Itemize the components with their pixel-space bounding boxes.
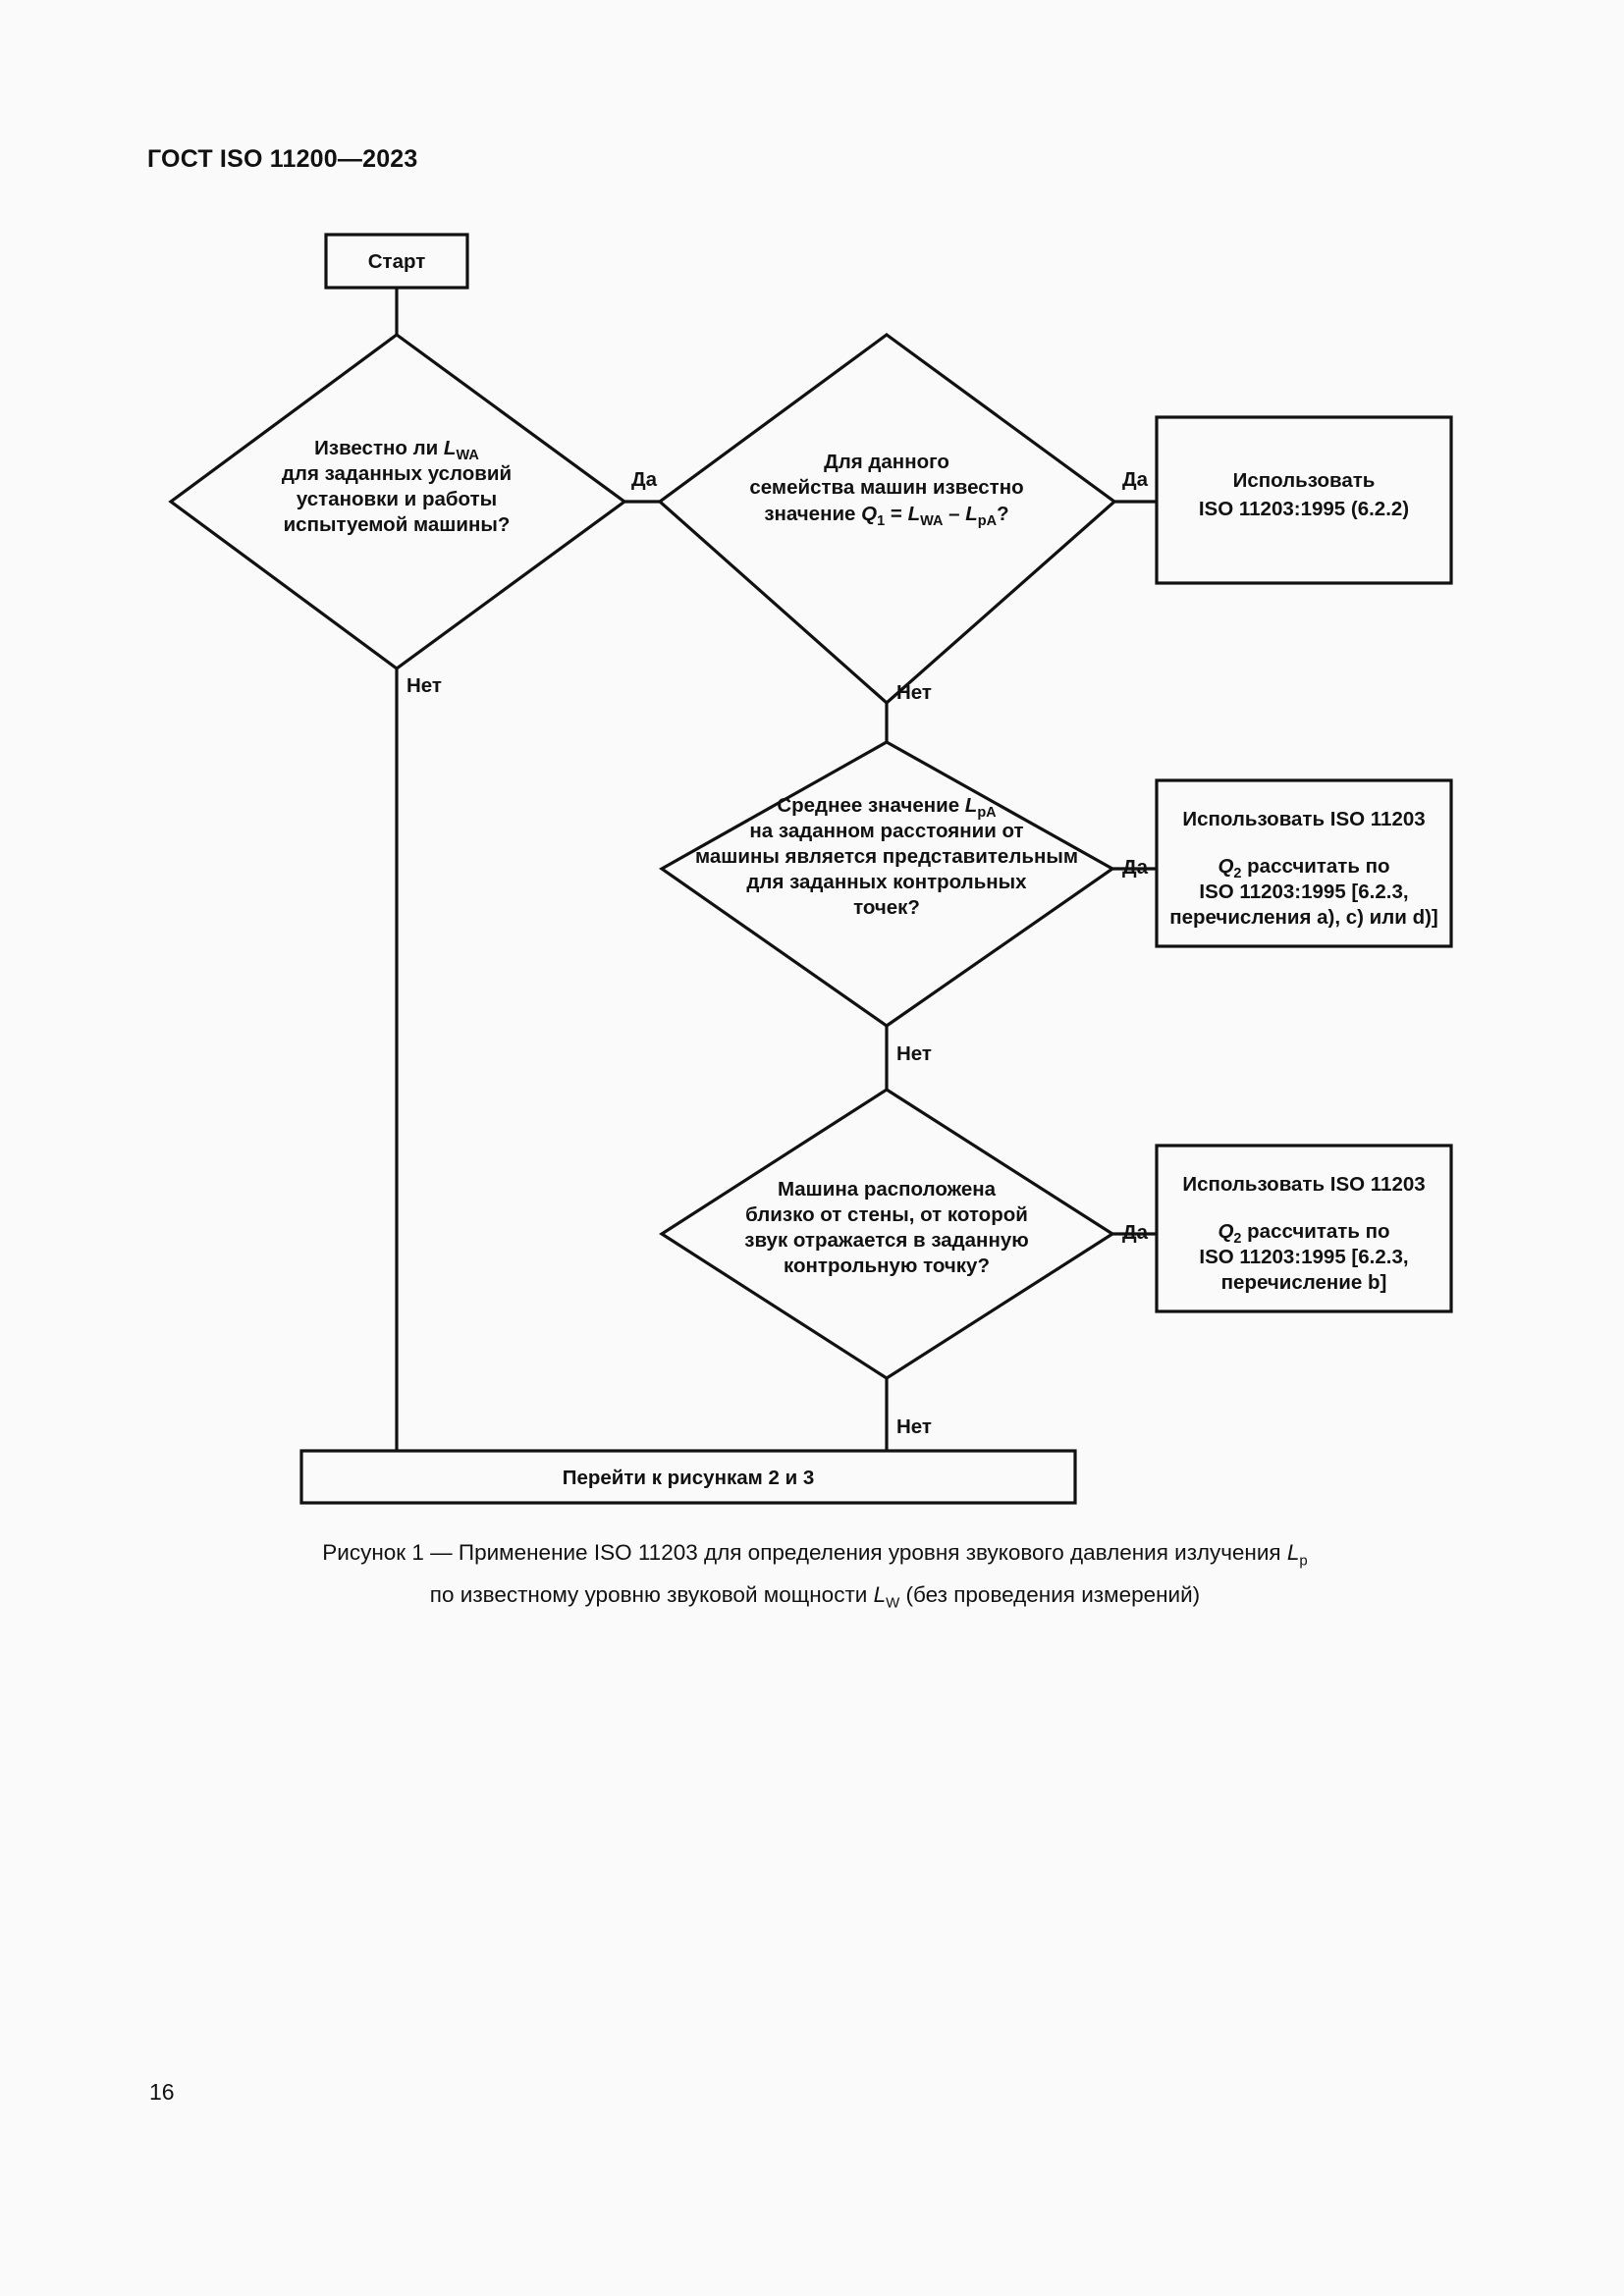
result-2-line-2: Q2 рассчитать по (1218, 855, 1389, 881)
start-node[interactable] (324, 233, 469, 290)
result-node-1[interactable] (1155, 415, 1453, 585)
result-node-2[interactable] (1155, 778, 1453, 948)
page-number: 16 (149, 2079, 175, 2105)
edge-label-yes-2: Да (1122, 468, 1149, 491)
decision-1-line-4: испытуемой машины? (284, 513, 511, 536)
result-2-line-1: Использовать ISO 11203 (1182, 808, 1425, 830)
start-label: Старт (368, 250, 426, 273)
caption-line-2: по известному уровню звуковой мощности L… (429, 1581, 1201, 1612)
result-3-line-3: ISO 11203:1995 [6.2.3, (1199, 1246, 1408, 1268)
terminal-node[interactable] (299, 1449, 1077, 1505)
result-2-line-4: перечисления a), c) или d)] (1169, 906, 1438, 929)
edge-label-yes-4: Да (1122, 1221, 1149, 1244)
decision-node-2[interactable] (657, 333, 1117, 706)
decision-4-line-2: близко от стены, от которой (745, 1203, 1028, 1226)
result-3-line-1: Использовать ISO 11203 (1182, 1173, 1425, 1196)
decision-3-line-1: Среднее значение LpA (777, 794, 997, 821)
decision-3-line-5: точек? (853, 896, 920, 919)
decision-node-1[interactable] (168, 333, 627, 670)
decision-3-line-4: для заданных контрольных (746, 871, 1027, 893)
decision-4-line-3: звук отражается в заданную (744, 1229, 1028, 1252)
decision-1-line-2: для заданных условий (282, 462, 512, 485)
document-header: ГОСТ ISO 11200—2023 (147, 145, 418, 173)
edge-label-no-3: Нет (896, 1042, 932, 1065)
result-3-line-2: Q2 рассчитать по (1218, 1220, 1389, 1247)
edge-label-no-2: Нет (896, 681, 932, 704)
figure-1: Старт Известно ли LWA для заданных услов… (137, 233, 1492, 1620)
terminal-label: Перейти к рисункам 2 и 3 (563, 1467, 815, 1489)
flowchart-svg: Старт Известно ли LWA для заданных услов… (168, 233, 1453, 1505)
decision-2-line-2: семейства машин известно (749, 476, 1023, 499)
decision-3-line-2: на заданном расстоянии от (749, 820, 1023, 842)
edge-label-yes-3: Да (1122, 856, 1149, 879)
result-node-3[interactable] (1155, 1144, 1453, 1313)
decision-3-line-3: машины является представительным (695, 845, 1078, 868)
decision-1-line-3: установки и работы (297, 488, 497, 510)
decision-1-line-1: Известно ли LWA (314, 437, 479, 463)
result-2-line-3: ISO 11203:1995 [6.2.3, (1199, 881, 1408, 903)
edge-label-no-4: Нет (896, 1415, 932, 1438)
result-1-line-1: Использовать (1233, 469, 1376, 492)
decision-2-line-1: Для данного (824, 451, 949, 473)
decision-4-line-4: контрольную точку? (784, 1255, 990, 1277)
decision-4-line-1: Машина расположена (778, 1178, 997, 1201)
decision-2-line-3: значение Q1 = LWA – LpA? (764, 503, 1008, 529)
decision-node-3[interactable] (658, 740, 1116, 1028)
figure-caption: Рисунок 1 — Применение ISO 11203 для опр… (137, 1536, 1492, 1620)
decision-node-4[interactable] (659, 1088, 1115, 1380)
caption-line-1: Рисунок 1 — Применение ISO 11203 для опр… (322, 1540, 1308, 1570)
result-3-line-4: перечисление b] (1221, 1271, 1387, 1294)
edge-label-no-1: Нет (406, 674, 442, 697)
edge-label-yes-1: Да (631, 468, 658, 491)
result-1-line-2: ISO 11203:1995 (6.2.2) (1199, 498, 1409, 520)
